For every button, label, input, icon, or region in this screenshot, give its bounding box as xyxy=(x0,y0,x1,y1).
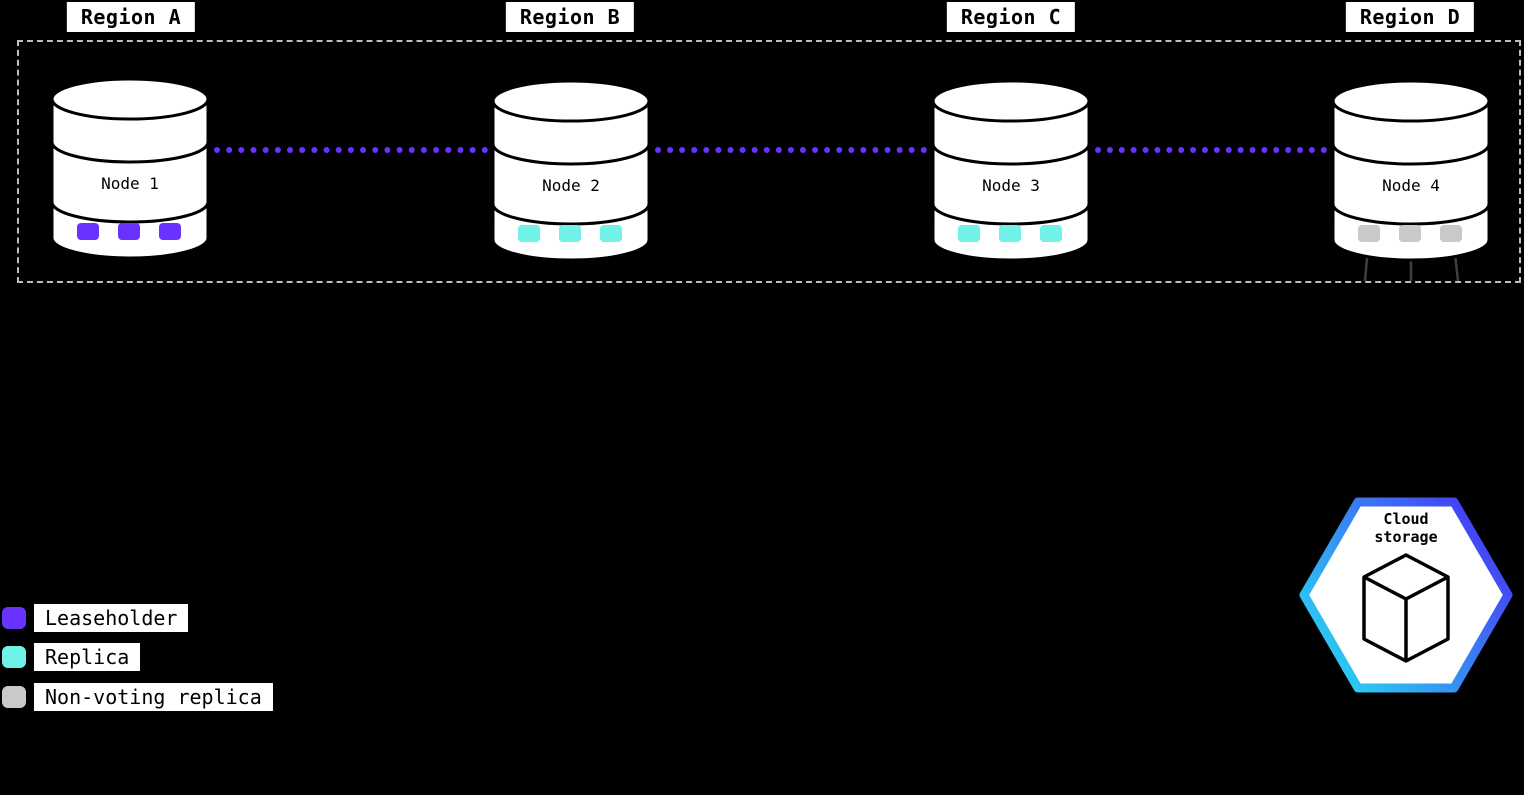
node-1-cylinder: Node 1 xyxy=(50,77,210,260)
cylinder-top xyxy=(931,79,1091,123)
node-label: Node 1 xyxy=(101,174,159,193)
cylinder-ridge xyxy=(931,203,1091,226)
node-label: Node 3 xyxy=(982,176,1040,195)
replica-square xyxy=(559,225,581,242)
region-label-c: Region C xyxy=(946,2,1076,32)
legend-label: Non-voting replica xyxy=(34,683,273,711)
legend-label: Replica xyxy=(34,643,141,671)
node-2-cylinder: Node 2 xyxy=(491,79,651,262)
leaseholder-square xyxy=(159,223,181,240)
non-voting-replica-square xyxy=(1358,225,1380,242)
non-voting-replica-square xyxy=(1399,225,1421,242)
replica-square xyxy=(600,225,622,242)
cylinder-ridge xyxy=(50,141,210,164)
leaseholder-swatch-icon xyxy=(2,607,26,629)
cylinder-top xyxy=(1331,79,1491,123)
cube-icon xyxy=(1362,553,1450,663)
legend-item-leaseholder: Leaseholder xyxy=(2,604,189,632)
cylinder-top xyxy=(491,79,651,123)
connector-node1-node2 xyxy=(214,147,488,153)
cylinder-ridge xyxy=(491,203,651,226)
region-label-b: Region B xyxy=(505,2,635,32)
cube-icon-inner-edges xyxy=(1363,575,1449,661)
replica-square xyxy=(958,225,980,242)
legend-item-non-voting-replica: Non-voting replica xyxy=(2,683,273,711)
cluster-boundary-box xyxy=(17,40,1521,283)
connector-node2-node3 xyxy=(655,147,927,153)
connector-node3-node4 xyxy=(1095,147,1327,153)
cylinder-ridge xyxy=(931,143,1091,166)
non-voting-swatch-icon xyxy=(2,686,26,708)
legend-label: Leaseholder xyxy=(34,604,189,632)
region-label-a: Region A xyxy=(66,2,196,32)
replica-swatch-icon xyxy=(2,646,26,668)
legend-item-replica: Replica xyxy=(2,643,141,671)
leaseholder-square xyxy=(77,223,99,240)
node-3-cylinder: Node 3 xyxy=(931,79,1091,262)
region-label-d: Region D xyxy=(1345,2,1475,32)
cylinder-ridge xyxy=(1331,203,1491,226)
cylinder-ridge xyxy=(1331,143,1491,166)
replica-square xyxy=(518,225,540,242)
cloud-storage-hexagon: Cloud storage xyxy=(1299,497,1513,693)
replica-square xyxy=(999,225,1021,242)
cloud-storage-label-line2: storage xyxy=(1374,528,1437,546)
node-label: Node 2 xyxy=(542,176,600,195)
cylinder-ridge xyxy=(50,201,210,224)
cylinder-top xyxy=(50,77,210,121)
hexagon-outline xyxy=(1299,497,1513,693)
cylinder-ridge xyxy=(491,143,651,166)
leaseholder-square xyxy=(118,223,140,240)
replica-square xyxy=(1040,225,1062,242)
node-label: Node 4 xyxy=(1382,176,1440,195)
node-4-cylinder: Node 4 xyxy=(1331,79,1491,282)
cloud-storage-label-line1: Cloud xyxy=(1383,510,1428,528)
non-voting-replica-square xyxy=(1440,225,1462,242)
